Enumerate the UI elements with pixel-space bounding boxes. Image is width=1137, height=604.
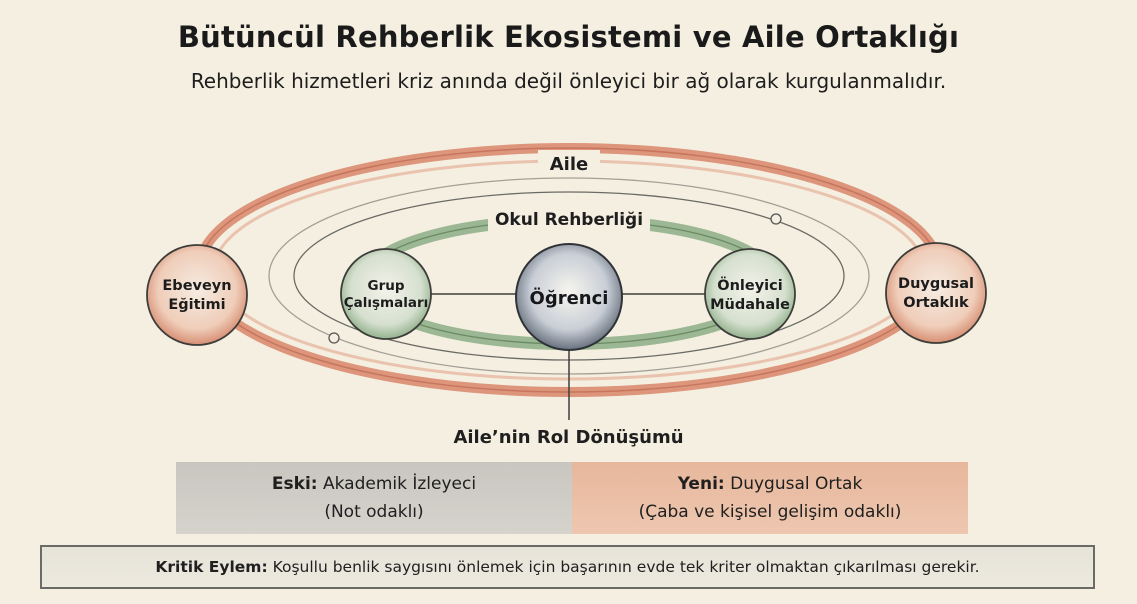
node-label-line: Önleyici [717,276,782,294]
node-label-line: Öğrenci [530,287,609,309]
node-group-work: Grup Çalışmaları [340,248,432,340]
node-label-line: Müdahale [710,297,790,313]
node-label-line: Eğitimi [168,297,225,313]
node-preventive-intervention: Önleyici Müdahale [704,248,796,340]
page-title: Bütüncül Rehberlik Ekosistemi ve Aile Or… [177,20,960,54]
node-label-line: Grup [367,278,404,294]
old-role-panel: Eski: Akademik İzleyeci (Not odaklı) [176,462,572,534]
page-subtitle: Rehberlik hizmetleri kriz anında değil ö… [190,69,947,93]
node-parent-education: Ebeveyn Eğitimi [146,244,248,346]
node-emotional-partnership: Duygusal Ortaklık [885,242,987,344]
critical-action-text: Koşullu benlik saygısını önlemek için ba… [272,558,980,576]
node-label-line: Ortaklık [903,295,969,311]
new-role-line: Yeni: Duygusal Ortak [572,470,968,498]
node-student: Öğrenci [515,243,623,351]
new-role-label: Yeni: [677,474,725,494]
new-role-panel: Yeni: Duygusal Ortak (Çaba ve kişisel ge… [572,462,968,534]
school-ring-label: Okul Rehberliği [495,210,643,230]
connector-lines [430,293,706,420]
old-role-line: Eski: Akademik İzleyeci [176,470,572,498]
ecosystem-diagram: Aile Okul Rehberliği Ebeveyn Eğitimi Gru… [146,143,987,420]
critical-action-box: Kritik Eylem: Koşullu benlik saygısını ö… [40,545,1095,589]
family-ring-label: Aile [550,154,588,175]
new-role-note: (Çaba ve kişisel gelişim odaklı) [638,502,902,522]
critical-action-label: Kritik Eylem: [155,558,268,576]
old-role-text: Akademik İzleyeci [322,474,477,494]
new-role-text: Duygusal Ortak [730,474,863,494]
old-role-note: (Not odaklı) [324,502,424,522]
role-change-heading: Aile’nin Rol Dönüşümü [453,427,684,448]
node-label-line: Çalışmaları [344,295,429,311]
node-label-line: Ebeveyn [162,278,231,294]
old-role-label: Eski: [271,474,318,494]
node-label-line: Duygusal [898,276,974,292]
